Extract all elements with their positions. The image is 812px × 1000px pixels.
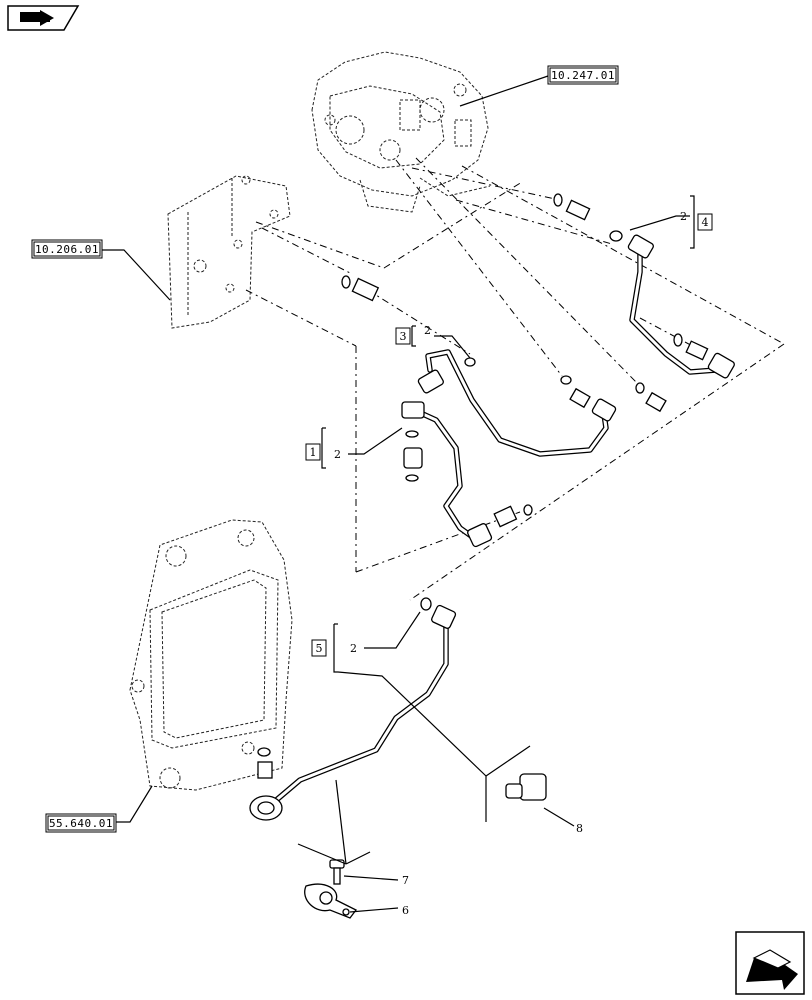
book-arrow-icon[interactable]: [7, 5, 80, 31]
fittings: [249, 193, 735, 821]
callout-seal-2-group4: 2: [680, 210, 687, 223]
ref-box-pump[interactable]: 10.247.01: [547, 65, 619, 85]
pipe-group-4: [629, 247, 719, 375]
callout-seal-2-group5: 2: [350, 642, 357, 655]
injection-pump-phantom: [311, 51, 491, 213]
pipe-group-5: [271, 623, 449, 805]
ref-bracket-text: 10.206.01: [35, 243, 99, 256]
ref-cooler-text: 55.640.01: [49, 817, 113, 830]
group-5-label: 5: [316, 642, 323, 655]
ref-pump-text: 10.247.01: [551, 69, 615, 82]
group-1-label: 1: [310, 446, 317, 459]
callout-seal-2-group3: 2: [424, 324, 431, 337]
bracket-phantom: [167, 175, 291, 329]
callout-clamp-6: 6: [402, 904, 409, 917]
group-4-label: 4: [702, 216, 709, 229]
group-box-4[interactable]: 4: [697, 213, 713, 231]
oil-cooler-phantom: [129, 519, 293, 791]
pipe-group-3: [425, 349, 609, 457]
sensor-part: [505, 773, 575, 827]
bolt-part: [329, 859, 399, 885]
group-box-1[interactable]: 1: [305, 443, 321, 461]
callout-bolt-7: 7: [402, 874, 409, 887]
group-box-5[interactable]: 5: [311, 639, 327, 657]
group-box-3[interactable]: 3: [395, 327, 411, 345]
ref-box-cooler[interactable]: 55.640.01: [45, 813, 117, 833]
callout-seal-2-group1: 2: [334, 448, 341, 461]
clamp-part: [304, 883, 399, 919]
leader-lines: [102, 75, 695, 865]
group-3-label: 3: [400, 330, 407, 343]
callout-sensor-8: 8: [576, 822, 583, 835]
ref-box-bracket[interactable]: 10.206.01: [31, 239, 103, 259]
next-page-arrow-icon[interactable]: [735, 931, 805, 995]
assembly-lines: [245, 157, 785, 601]
pipe-group-1: [411, 407, 477, 541]
